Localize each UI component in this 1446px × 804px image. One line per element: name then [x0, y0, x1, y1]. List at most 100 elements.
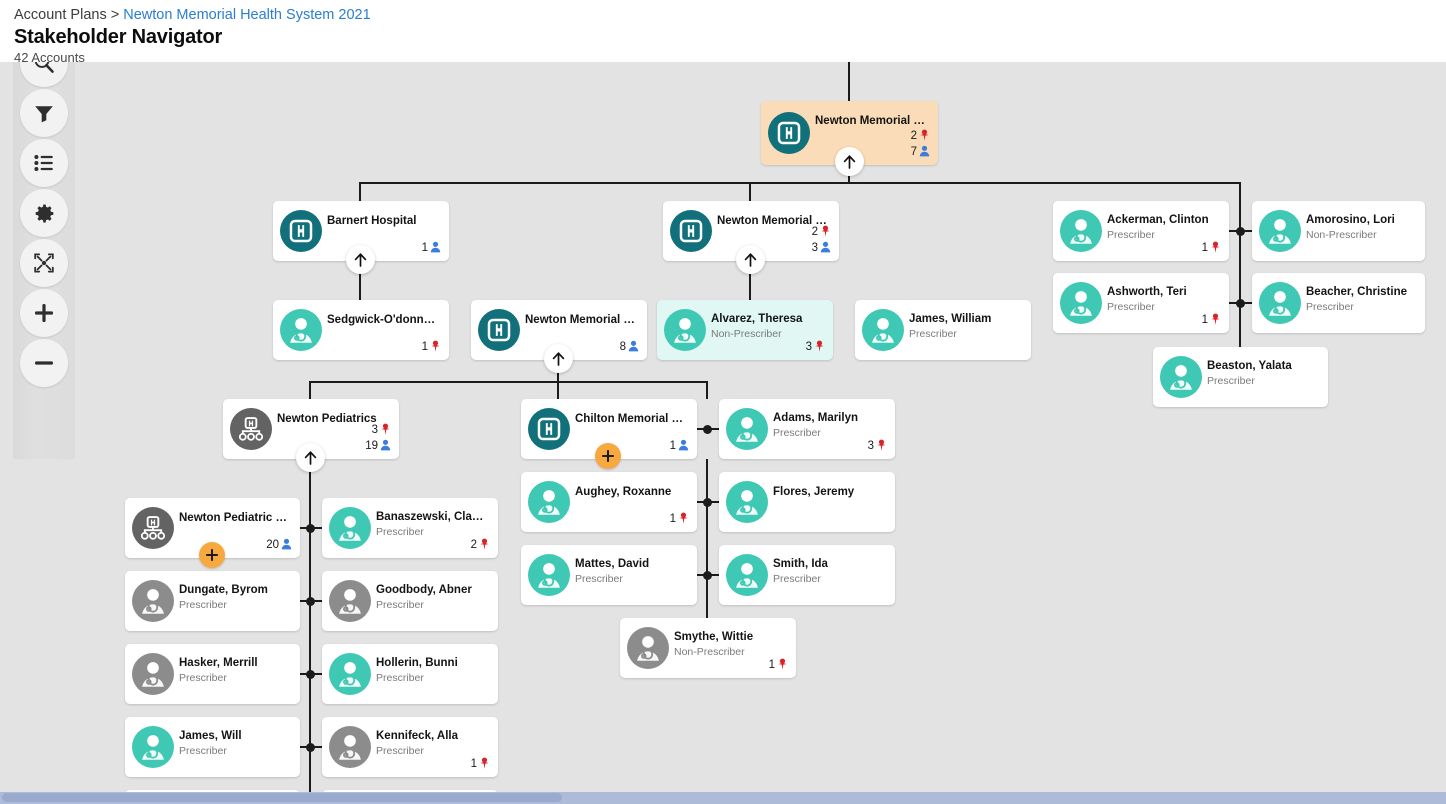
breadcrumb-root[interactable]: Account Plans — [14, 7, 107, 23]
node-title: Hasker, Merrill — [179, 657, 258, 669]
node-title: Dungate, Byrom — [179, 584, 268, 596]
node-metric: 1 — [422, 340, 441, 356]
connector-line — [848, 62, 850, 101]
list-view-button[interactable] — [20, 139, 68, 187]
red-pin-icon — [1211, 241, 1220, 253]
person-avatar-icon — [280, 309, 322, 351]
filter-button[interactable] — [20, 89, 68, 137]
node-metric: 19 — [365, 439, 391, 455]
node-card-sedgwick[interactable]: Sedgwick-O'donnell, Sara1 — [273, 300, 449, 360]
node-subtitle: Prescriber — [179, 599, 227, 611]
zoom-in-button[interactable] — [20, 289, 68, 337]
arrow-up-icon — [843, 154, 855, 169]
breadcrumb-current-link[interactable]: Newton Memorial Health System 2021 — [123, 7, 371, 23]
collapse-toggle-button[interactable] — [735, 244, 765, 274]
node-avatar — [132, 507, 174, 549]
node-metric: 3 — [806, 340, 825, 356]
node-metric: 1 — [471, 757, 490, 773]
connector-stub — [1229, 230, 1241, 232]
node-metric: 2 — [471, 538, 490, 554]
node-metrics: 8 — [620, 340, 639, 356]
person-avatar-icon — [726, 554, 768, 596]
blue-person-icon — [380, 439, 391, 451]
red-pin-icon — [479, 757, 490, 773]
red-pin-icon — [380, 423, 391, 439]
node-card-pedonc[interactable]: Newton Pediatric Oncol...20 — [125, 498, 300, 568]
zoom-out-icon — [31, 350, 57, 376]
fit-to-screen-icon — [32, 251, 56, 275]
settings-button[interactable] — [20, 189, 68, 237]
fit-to-screen-button[interactable] — [20, 239, 68, 287]
collapse-toggle-button[interactable] — [295, 442, 325, 472]
node-metric: 1 — [670, 512, 689, 528]
node-avatar — [627, 627, 669, 669]
red-pin-icon — [1210, 241, 1221, 257]
horizontal-scrollbar-thumb[interactable] — [2, 793, 562, 802]
node-avatar — [1060, 210, 1102, 252]
node-title: Ashworth, Teri — [1107, 286, 1187, 298]
connector-junction-dot — [702, 570, 712, 580]
expand-children-button[interactable] — [199, 542, 225, 568]
node-avatar — [132, 653, 174, 695]
hospital-icon — [670, 210, 712, 252]
blue-person-icon — [678, 439, 689, 455]
collapse-toggle-button[interactable] — [345, 244, 375, 274]
connector-line — [359, 261, 361, 300]
blue-person-icon — [380, 439, 391, 455]
node-subtitle: Non-Prescriber — [1306, 229, 1377, 241]
connector-stub — [312, 673, 323, 675]
node-title: Barnert Hospital — [327, 215, 417, 227]
collapse-toggle-button[interactable] — [834, 146, 864, 176]
person-avatar-icon — [329, 726, 371, 768]
node-card-flores[interactable]: Flores, Jeremy — [719, 472, 895, 532]
node-subtitle: Prescriber — [1107, 229, 1155, 241]
blue-person-icon — [820, 241, 831, 257]
connector-junction-dot — [305, 669, 315, 679]
canvas-toolbar — [13, 29, 75, 459]
red-pin-icon — [820, 225, 831, 241]
arrow-up-icon — [744, 252, 756, 267]
node-avatar — [1259, 282, 1301, 324]
hospital-icon — [528, 408, 570, 450]
blue-person-icon — [628, 340, 639, 352]
node-subtitle: Prescriber — [376, 672, 424, 684]
zoom-out-button[interactable] — [20, 339, 68, 387]
red-pin-icon — [777, 658, 788, 674]
connector-junction-dot — [1235, 298, 1245, 308]
connector-junction-dot — [305, 596, 315, 606]
collapse-toggle-button[interactable] — [543, 343, 573, 373]
node-metrics: 20 — [266, 538, 292, 554]
expand-children-button[interactable] — [595, 443, 621, 469]
blue-person-icon — [281, 538, 292, 554]
blue-person-icon — [820, 241, 831, 253]
gear-icon — [32, 201, 57, 226]
person-avatar-icon — [329, 507, 371, 549]
connector-line — [310, 381, 708, 383]
node-subtitle: Prescriber — [179, 672, 227, 684]
red-pin-icon — [920, 129, 929, 141]
